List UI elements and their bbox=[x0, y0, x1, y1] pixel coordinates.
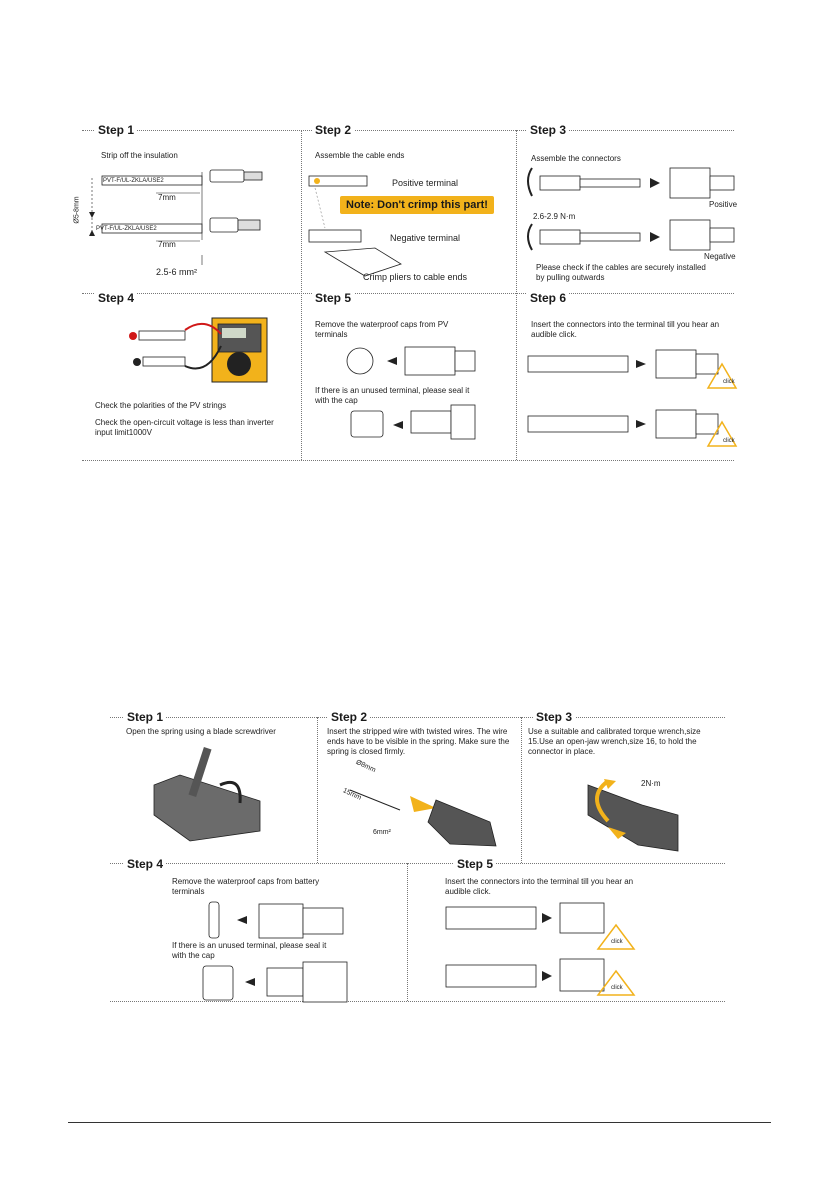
torque-value-label: 2N·m bbox=[641, 779, 661, 788]
assemble-connectors-diagram bbox=[527, 167, 735, 251]
pv-step6-text: Insert the connectors into the terminal … bbox=[531, 320, 720, 339]
pv-step6-title: Step 6 bbox=[527, 291, 570, 305]
pv-step5-title: Step 5 bbox=[312, 291, 355, 305]
cable-label: PVT-F/UL-ZKLA/USE2 bbox=[96, 226, 157, 232]
cross-section-label: 6mm² bbox=[373, 829, 391, 836]
divider bbox=[82, 130, 734, 131]
pv-step1-text: Strip off the insulation bbox=[101, 151, 178, 160]
strip-length: 7mm bbox=[158, 240, 176, 249]
divider bbox=[110, 717, 725, 718]
diameter-label: Ø5-8mm bbox=[73, 196, 81, 224]
pv-step3-text: Assemble the connectors bbox=[531, 154, 621, 163]
divider bbox=[301, 130, 302, 460]
divider bbox=[82, 293, 734, 294]
battery-insert-diagram bbox=[445, 902, 636, 996]
divider bbox=[516, 130, 517, 460]
torque-wrench-diagram bbox=[587, 779, 679, 852]
divider bbox=[110, 863, 725, 864]
click-label: click bbox=[723, 379, 735, 385]
torque-label: 2.6-2.9 N·m bbox=[533, 212, 576, 221]
battery-step4-title: Step 4 bbox=[124, 857, 167, 871]
click-label: click bbox=[611, 939, 623, 945]
note-banner: Note: Don't crimp this part! bbox=[340, 196, 494, 214]
insert-connector-diagram bbox=[527, 349, 738, 447]
battery-cap-diagram bbox=[202, 901, 348, 1003]
battery-step1-title: Step 1 bbox=[124, 710, 167, 724]
divider bbox=[317, 717, 318, 863]
pv-step1-title: Step 1 bbox=[95, 123, 138, 137]
pv-step4-check1: Check the polarities of the PV strings bbox=[95, 401, 227, 410]
cross-section-label: 2.5-6 mm² bbox=[156, 267, 198, 277]
divider bbox=[110, 1001, 725, 1002]
pv-step5-text2: If there is an unused terminal, please s… bbox=[315, 386, 470, 405]
negative-label: Negative bbox=[704, 252, 736, 261]
divider bbox=[407, 863, 408, 1001]
footer-rule bbox=[68, 1122, 771, 1123]
battery-step2-title: Step 2 bbox=[328, 710, 371, 724]
pv-step4-check2: Check the open-circuit voltage is less t… bbox=[95, 418, 274, 437]
crimp-diagram bbox=[308, 175, 402, 277]
waterproof-cap-diagram bbox=[346, 346, 476, 440]
click-label: click bbox=[723, 438, 735, 444]
battery-step1-text: Open the spring using a blade screwdrive… bbox=[126, 727, 276, 736]
pv-step3-check: Please check if the cables are securely … bbox=[536, 263, 706, 282]
screwdriver-diagram bbox=[153, 746, 261, 842]
strip-insulation-diagram bbox=[89, 169, 263, 265]
battery-step3-text: Use a suitable and calibrated torque wre… bbox=[528, 727, 701, 756]
strip-length: 7mm bbox=[158, 193, 176, 202]
divider bbox=[82, 460, 734, 461]
battery-step4-text2: If there is an unused terminal, please s… bbox=[172, 941, 327, 960]
negative-terminal-label: Negative terminal bbox=[390, 233, 461, 243]
crimp-pliers-label: Crimp pliers to cable ends bbox=[363, 272, 468, 282]
divider bbox=[521, 717, 522, 863]
stripped-wire-diagram bbox=[349, 789, 497, 847]
battery-step5-text: Insert the connectors into the terminal … bbox=[445, 877, 634, 896]
pv-step2-title: Step 2 bbox=[312, 123, 355, 137]
pv-step5-text1: Remove the waterproof caps from PV termi… bbox=[315, 320, 449, 339]
battery-step4-text1: Remove the waterproof caps from battery … bbox=[172, 877, 320, 896]
click-label: click bbox=[611, 985, 623, 991]
pv-step2-text: Assemble the cable ends bbox=[315, 151, 405, 160]
pv-step3-title: Step 3 bbox=[527, 123, 570, 137]
positive-label: Positive bbox=[709, 200, 738, 209]
cable-label: PVT-F/UL-ZKLA/USE2 bbox=[103, 178, 164, 184]
pv-step4-title: Step 4 bbox=[95, 291, 138, 305]
multimeter-diagram bbox=[129, 317, 268, 383]
battery-step3-title: Step 3 bbox=[533, 710, 576, 724]
battery-step5-title: Step 5 bbox=[454, 857, 497, 871]
positive-terminal-label: Positive terminal bbox=[392, 178, 459, 188]
battery-step2-text: Insert the stripped wire with twisted wi… bbox=[327, 727, 510, 756]
